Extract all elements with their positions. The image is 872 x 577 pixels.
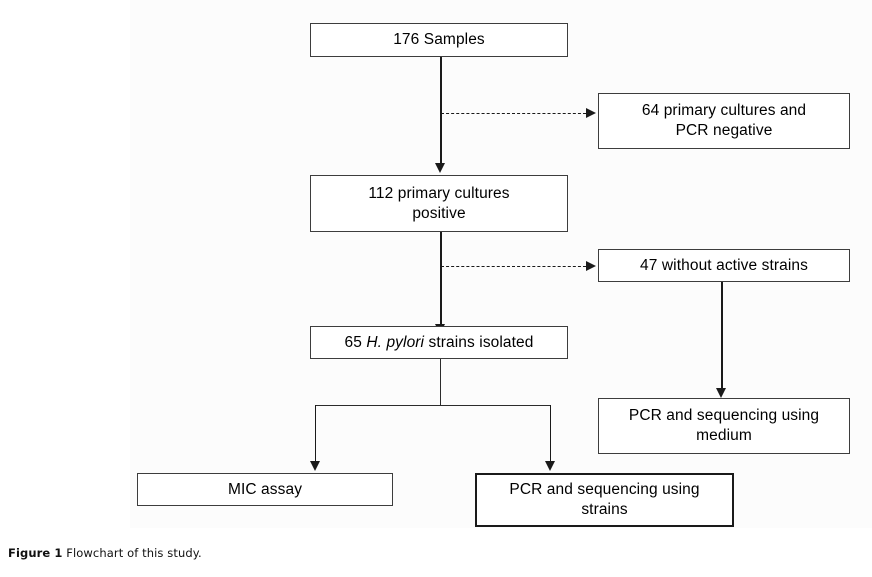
node-mic-assay[interactable]: MIC assay	[137, 473, 393, 506]
node-47-without-active-strains-label: 47 without active strains	[640, 256, 808, 274]
connector-strains-stem	[440, 359, 442, 406]
connector-strains-to-mic	[314, 405, 317, 463]
figure-caption-label: Figure 1	[8, 546, 63, 560]
node-176-samples[interactable]: 176 Samples	[310, 23, 568, 57]
node-64-primary-cultures-pcr-negative-label: 64 primary cultures and PCR negative	[605, 101, 843, 141]
connector-samples-to-primary	[440, 57, 442, 165]
node-65-h-pylori-strains-isolated-label: 65 H. pylori strains isolated	[317, 333, 561, 353]
arrowhead-samples-to-excluded	[586, 108, 596, 118]
node-65-species: H. pylori	[366, 333, 425, 351]
node-pcr-medium-line1: PCR and sequencing using	[628, 407, 820, 425]
connector-primary-to-without-active	[441, 266, 586, 267]
connector-without-active-to-pcr-medium	[721, 282, 723, 390]
node-pcr-strains-line1: PCR and sequencing using	[509, 481, 700, 499]
node-65-h-pylori-strains-isolated[interactable]: 65 H. pylori strains isolated	[310, 326, 568, 359]
arrowhead-primary-to-without-active	[586, 261, 596, 271]
arrowhead-strains-to-mic	[309, 461, 320, 471]
node-64-primary-cultures-pcr-negative[interactable]: 64 primary cultures and PCR negative	[598, 93, 850, 149]
node-112-line2: positive	[412, 204, 466, 222]
node-pcr-strains-line2: strains	[581, 501, 628, 518]
connector-primary-to-strains	[440, 232, 442, 326]
node-112-primary-cultures-positive[interactable]: 112 primary cultures positive	[310, 175, 568, 232]
node-65-prefix: 65	[344, 333, 367, 351]
figure-caption: Figure 1 Flowchart of this study.	[8, 546, 608, 560]
node-47-without-active-strains[interactable]: 47 without active strains	[598, 249, 850, 282]
figure-caption-text: Flowchart of this study.	[66, 546, 202, 560]
node-mic-assay-label: MIC assay	[227, 480, 303, 498]
arrowhead-samples-to-primary	[434, 163, 445, 173]
node-112-primary-cultures-positive-label: 112 primary cultures positive	[317, 184, 561, 224]
node-65-suffix: strains isolated	[424, 333, 534, 351]
connector-samples-to-excluded	[441, 113, 586, 114]
node-pcr-sequencing-using-medium[interactable]: PCR and sequencing using medium	[598, 398, 850, 454]
node-112-line1: 112 primary cultures	[368, 184, 510, 202]
node-pcr-sequencing-using-medium-label: PCR and sequencing using medium	[605, 406, 843, 446]
node-64-line2: PCR negative	[675, 122, 773, 139]
node-pcr-sequencing-using-strains[interactable]: PCR and sequencing using strains	[475, 473, 734, 527]
arrowhead-without-active-to-pcr-medium	[715, 388, 726, 398]
connector-strains-bus	[315, 405, 551, 407]
node-pcr-sequencing-using-strains-label: PCR and sequencing using strains	[483, 480, 726, 520]
connector-strains-to-pcr-strains	[549, 405, 552, 463]
node-pcr-medium-line2: medium	[696, 427, 752, 444]
node-64-line1: 64 primary cultures and	[641, 102, 807, 120]
node-176-samples-label: 176 Samples	[393, 31, 485, 49]
arrowhead-strains-to-pcr-strains	[544, 461, 555, 471]
